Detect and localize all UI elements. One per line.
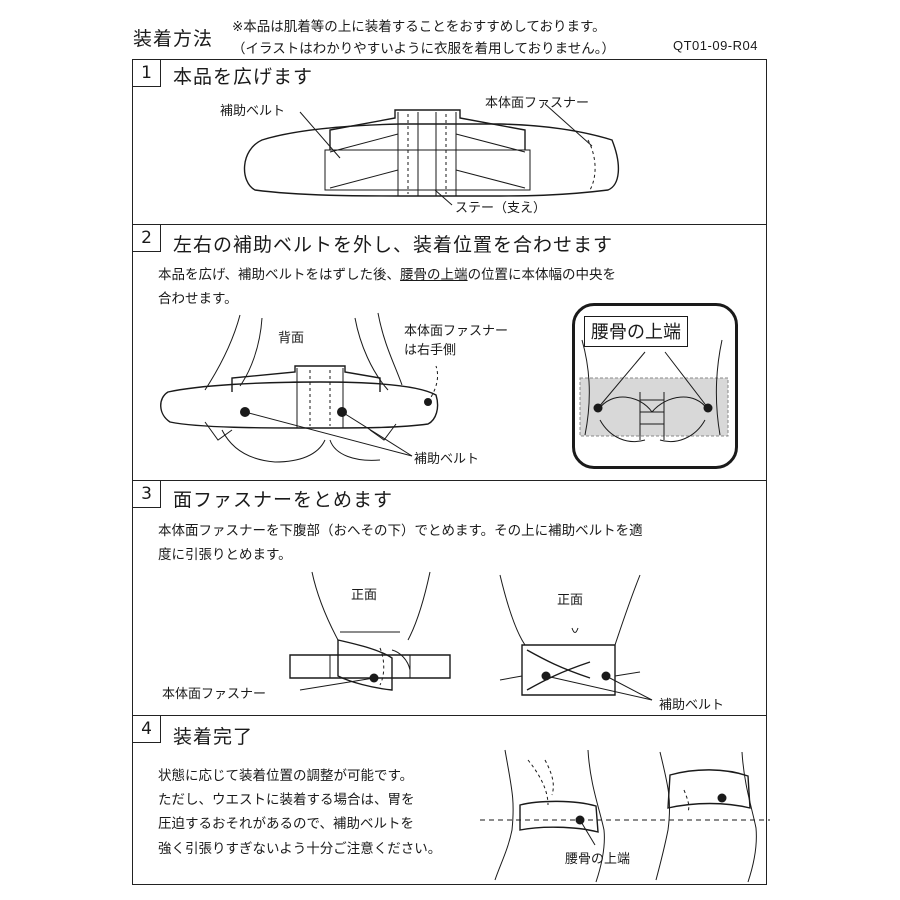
page-title: 装着方法 [133, 28, 214, 50]
hip-callout-box [572, 303, 738, 469]
step1-label-stay: ステー（支え） [455, 201, 547, 216]
header-note-line1: ※本品は肌着等の上に装着することをおすすめしております。 [232, 19, 606, 35]
section-divider-1 [132, 224, 767, 225]
step4-number: 4 [133, 716, 161, 743]
step4-title: 装着完了 [173, 726, 254, 748]
step2-label-fastener2: は右手側 [404, 343, 457, 358]
step2-text-a: 本品を広げ、補助ベルトをはずした後、 [158, 267, 401, 283]
step2-text-emphasis: 腰骨の上端 [400, 267, 468, 283]
document-code: QT01-09-R04 [673, 38, 758, 53]
instructions-frame [132, 59, 767, 885]
step2-text-c: の位置に本体幅の中央を [467, 267, 617, 283]
step1-number: 1 [133, 60, 161, 87]
step1-title: 本品を広げます [173, 66, 314, 88]
step4-text-line4: 強く引張りすぎないよう十分ご注意ください。 [158, 841, 442, 857]
step4-text-line3: 圧迫するおそれがあるので、補助ベルトを [158, 816, 414, 832]
step2-label-fastener1: 本体面ファスナー [404, 324, 509, 339]
step4-label-hip: 腰骨の上端 [565, 852, 631, 867]
step2-text-line2: 合わせます。 [158, 291, 238, 307]
step4-text-line1: 状態に応じて装着位置の調整が可能です。 [158, 768, 414, 784]
step3-text-line1: 本体面ファスナーを下腹部（おへその下）でとめます。その上に補助ベルトを適 [158, 523, 643, 539]
step3-label-front-right: 正面 [557, 593, 584, 608]
step4-text-line2: ただし、ウエストに装着する場合は、胃を [158, 792, 415, 808]
hip-callout-label: 腰骨の上端 [584, 316, 688, 347]
step3-text-line2: 度に引張りとめます。 [158, 547, 292, 563]
step2-title: 左右の補助ベルトを外し、装着位置を合わせます [173, 234, 614, 256]
step1-label-belt: 補助ベルト [220, 104, 286, 119]
step2-label-back: 背面 [278, 331, 305, 346]
step3-label-fastener: 本体面ファスナー [162, 687, 267, 702]
step3-number: 3 [133, 481, 161, 508]
header-note-line2: （イラストはわかりやすいように衣服を着用しておりません。） [232, 41, 615, 57]
step2-text-line1: 本品を広げ、補助ベルトをはずした後、腰骨の上端の位置に本体幅の中央を [158, 264, 616, 287]
step3-title: 面ファスナーをとめます [173, 489, 394, 511]
step2-number: 2 [133, 225, 161, 252]
step3-label-belt: 補助ベルト [659, 698, 725, 713]
section-divider-3 [132, 715, 767, 716]
step1-label-fastener: 本体面ファスナー [485, 96, 590, 111]
step3-label-front-left: 正面 [351, 588, 378, 603]
step2-label-belt: 補助ベルト [414, 452, 480, 467]
section-divider-2 [132, 480, 767, 481]
